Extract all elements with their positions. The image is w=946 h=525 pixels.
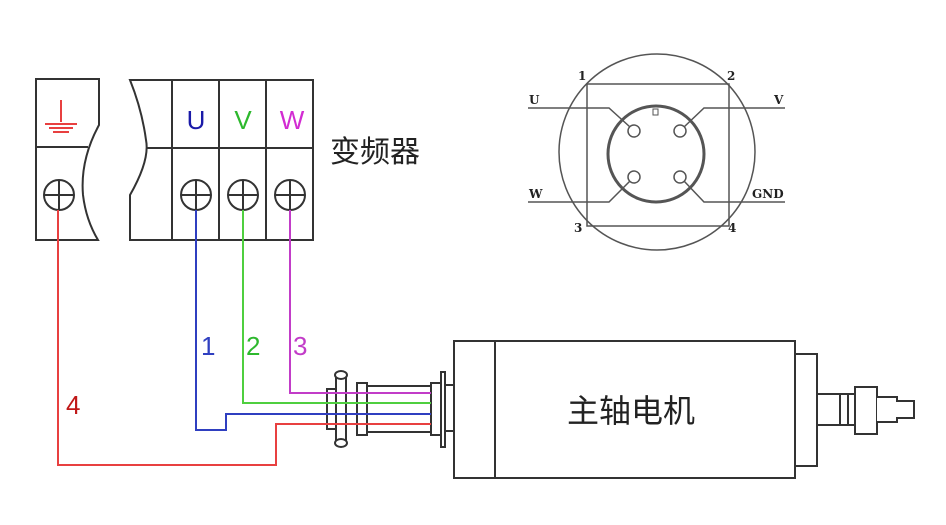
uvw-terminal-block bbox=[128, 79, 314, 241]
connector-pinout bbox=[528, 53, 785, 251]
pin-signal-w: W bbox=[528, 187, 543, 201]
wire-number-3: 3 bbox=[293, 331, 307, 361]
pin-4-gnd bbox=[673, 170, 687, 184]
terminal-label-w: W bbox=[280, 105, 305, 135]
wire-u bbox=[195, 210, 432, 431]
inverter-label: 变频器 bbox=[330, 135, 420, 170]
wire-number-4: 4 bbox=[66, 390, 80, 420]
pin-2-v bbox=[673, 124, 687, 138]
ground-icon bbox=[45, 100, 77, 133]
pin-number-4: 4 bbox=[728, 221, 736, 235]
pin-signal-u: U bbox=[529, 93, 540, 107]
terminal-screw-w[interactable] bbox=[274, 179, 306, 211]
terminal-label-u: U bbox=[187, 105, 206, 135]
spindle-motor bbox=[453, 340, 915, 479]
pin-signal-gnd: GND bbox=[752, 187, 784, 201]
terminal-label-v: V bbox=[234, 105, 252, 135]
ground-terminal-screw[interactable] bbox=[43, 179, 75, 211]
pin-3-w bbox=[627, 170, 641, 184]
pin-number-2: 2 bbox=[727, 69, 735, 83]
ground-terminal-block bbox=[35, 78, 100, 241]
pin-number-1: 1 bbox=[578, 69, 586, 83]
wire-number-2: 2 bbox=[246, 331, 260, 361]
cable-connector bbox=[326, 370, 456, 448]
pin-1-u bbox=[627, 124, 641, 138]
pin-number-3: 3 bbox=[574, 221, 582, 235]
terminal-screw-v[interactable] bbox=[227, 179, 259, 211]
wire-number-1: 1 bbox=[201, 331, 215, 361]
terminal-screw-u[interactable] bbox=[180, 179, 212, 211]
pin-signal-v: V bbox=[773, 93, 784, 107]
motor-label: 主轴电机 bbox=[567, 392, 695, 430]
